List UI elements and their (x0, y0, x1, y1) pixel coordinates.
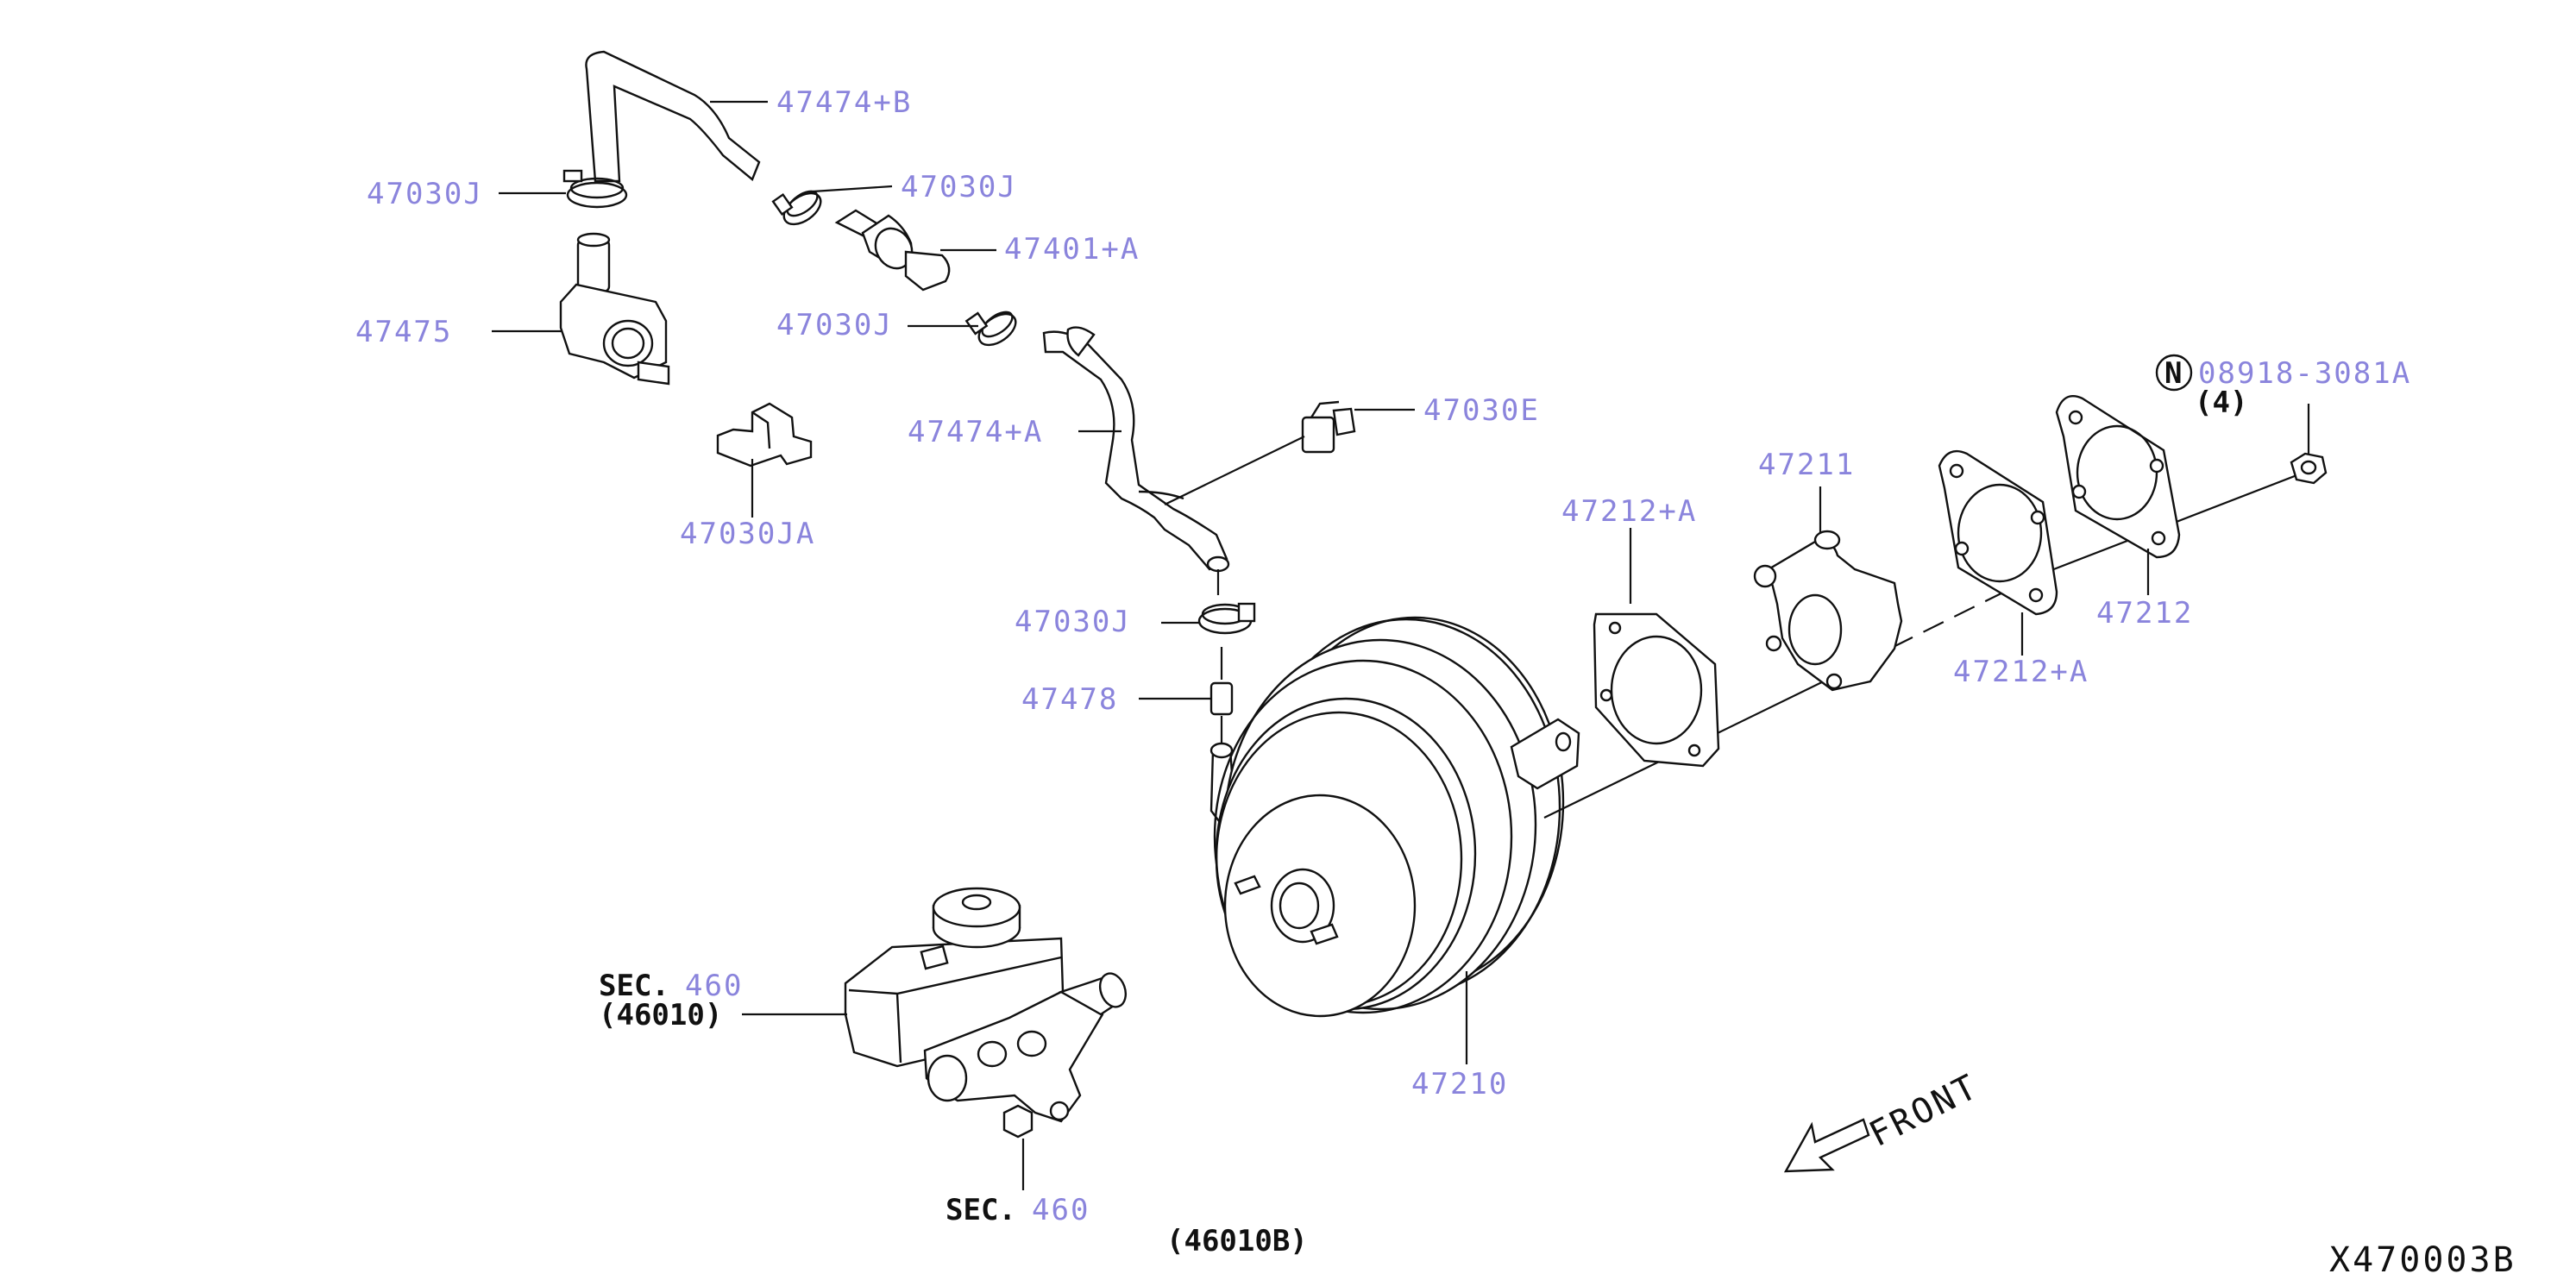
label-qty-4: (4) (2195, 386, 2247, 420)
vacuum-hose-47474b (585, 50, 761, 183)
front-arrow-icon (1783, 1118, 1870, 1173)
n-marker-circle (2155, 354, 2193, 392)
leader-47030e-hose (1164, 436, 1305, 505)
label-sec-prefix-1: SEC. (599, 969, 669, 1003)
vacuum-hose-47474a (1042, 326, 1230, 573)
check-valve-47401a (834, 209, 951, 292)
label-47212[interactable]: 47212 (2096, 596, 2193, 631)
gasket-47212 (2055, 395, 2181, 559)
label-front: FRONT (1863, 1066, 1986, 1154)
clip-47030e (1301, 400, 1356, 454)
label-47212a-bottom[interactable]: 47212+A (1953, 655, 2089, 689)
label-08918-3081a[interactable]: 08918-3081A (2198, 356, 2411, 391)
connector-47475 (559, 232, 670, 386)
label-sec-prefix-2: SEC. (946, 1193, 1016, 1227)
label-47212a-top[interactable]: 47212+A (1561, 494, 1697, 529)
label-47030j-left[interactable]: 47030J (367, 177, 483, 211)
label-46010[interactable]: (46010) (599, 998, 722, 1032)
label-47474b[interactable]: 47474+B (776, 85, 912, 120)
label-sec-460-bottom[interactable]: 460 (1032, 1193, 1090, 1227)
gasket-47212a-right (1938, 449, 2058, 616)
n-marker-icon: N (2164, 356, 2182, 391)
label-47030j-right[interactable]: 47030J (901, 170, 1017, 204)
hose-47478 (1209, 647, 1234, 745)
spacer-47211 (1753, 530, 1903, 692)
label-47401a[interactable]: 47401+A (1004, 232, 1140, 267)
diagram-id: X470003B (2329, 1240, 2516, 1280)
leader-47030j-right (812, 185, 893, 193)
hose-clamp-47030j-mid (964, 311, 1017, 347)
label-47210[interactable]: 47210 (1411, 1067, 1508, 1101)
label-47030j-low[interactable]: 47030J (1015, 605, 1131, 639)
label-47030ja[interactable]: 47030JA (680, 517, 815, 551)
label-sec-460-top[interactable]: 460 (685, 969, 743, 1003)
label-47030e[interactable]: 47030E (1423, 393, 1540, 428)
label-47211[interactable]: 47211 (1758, 448, 1855, 482)
brake-booster-47210 (1209, 616, 1580, 1018)
label-46010b[interactable]: (46010B) (1166, 1224, 1308, 1258)
label-47474a[interactable]: 47474+A (908, 415, 1043, 449)
hose-clamp-47030j-right (771, 190, 822, 226)
master-cylinder (844, 887, 1128, 1139)
hose-clamp-47030j-left (562, 169, 628, 209)
label-47030j-mid[interactable]: 47030J (776, 308, 893, 342)
label-47478[interactable]: 47478 (1021, 682, 1118, 717)
bracket-47030ja (716, 402, 813, 467)
nut-08918-3081a (2290, 452, 2328, 485)
label-47475[interactable]: 47475 (355, 315, 452, 349)
gasket-47212a-left (1593, 612, 1720, 768)
hose-clamp-47030j-low (1197, 602, 1256, 635)
